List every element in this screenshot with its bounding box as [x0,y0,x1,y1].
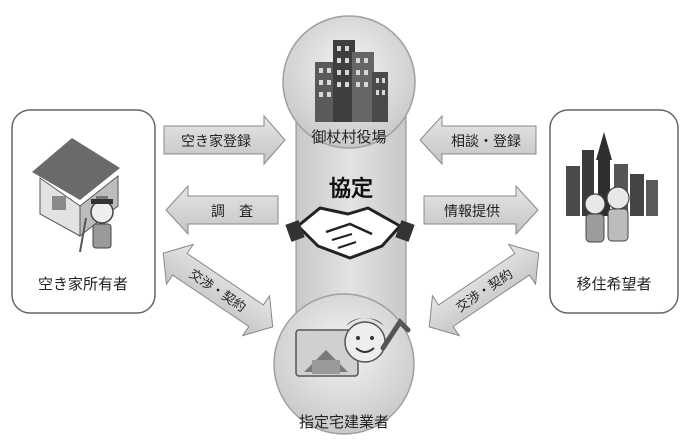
village-office-node: 御杖村役場 [282,15,416,149]
building-icon [315,40,388,122]
vacant-house-owner-node: 空き家所有者 [11,109,156,314]
arrow-builder-applicant: 交渉・契約 [428,243,540,337]
village-office-label: 御杖村役場 [311,128,386,146]
arrow-office-to-applicant: 情報提供 [423,184,539,236]
handshake-icon [285,206,415,260]
arrow-office-to-owner-label: 調 査 [211,204,253,220]
relocation-applicant-label: 移住希望者 [576,275,651,293]
designated-builder-node: 指定宅建業者 [273,293,415,435]
house-owner-icon [32,138,120,253]
arrow-office-to-applicant-label: 情報提供 [444,204,500,220]
builder-person-icon [295,318,411,377]
arrow-applicant-to-office-label: 相談・登録 [451,134,521,150]
vacant-house-owner-label: 空き家所有者 [38,275,128,293]
relocation-applicant-node: 移住希望者 [549,109,679,314]
city-family-icon [566,132,658,243]
designated-builder-label: 指定宅建業者 [299,413,389,431]
arrow-owner-builder: 交渉・契約 [162,243,274,337]
arrow-owner-to-office-label: 空き家登録 [181,133,251,150]
arrow-office-to-owner: 調 査 [165,184,279,236]
arrow-owner-to-office: 空き家登録 [163,114,286,166]
arrow-applicant-to-office: 相談・登録 [419,114,537,166]
agreement-label: 協定 [329,176,373,202]
